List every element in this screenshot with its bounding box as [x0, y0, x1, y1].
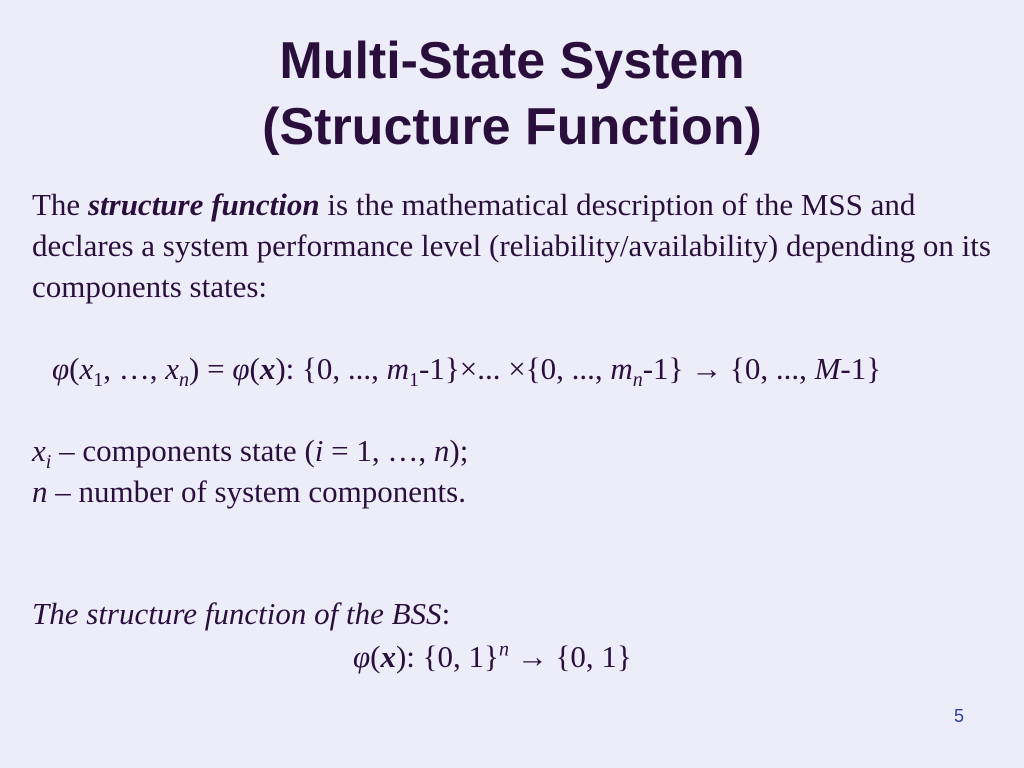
intro-emphasis: structure function — [87, 187, 320, 222]
def-var: x — [32, 433, 46, 468]
formula-var-m: m — [386, 351, 410, 386]
formula-sub: n — [179, 369, 190, 392]
def-text: = 1, …, — [323, 433, 434, 468]
formula-vector-x: x — [259, 351, 276, 386]
formula-sub: 1 — [93, 369, 104, 392]
formula-part: ) = — [189, 351, 233, 386]
def-sub: i — [45, 451, 52, 474]
definition-xi: xi – components state (i = 1, …, n); — [32, 430, 992, 474]
def-text: ); — [449, 433, 469, 468]
formula-sub: n — [632, 369, 643, 392]
bss-heading-text: The structure function of the BSS — [32, 596, 442, 631]
definition-n: n – number of system components. — [32, 471, 992, 512]
formula-var-m: m — [610, 351, 633, 386]
formula-part: ): {0, 1} — [395, 639, 499, 674]
def-var: n — [433, 433, 450, 468]
formula-var-x: x — [165, 351, 180, 386]
slide-title: Multi-State System (Structure Function) — [0, 28, 1024, 160]
formula-part: → {0, 1} — [508, 639, 632, 674]
mss-structure-formula: φ(x1, …, xn) = φ(x): {0, ..., m1-1}×... … — [52, 348, 992, 392]
def-var: i — [314, 433, 324, 468]
formula-part: ): {0, ..., — [275, 351, 387, 386]
phi-symbol: φ — [232, 351, 250, 386]
title-line-2: (Structure Function) — [262, 98, 762, 156]
formula-var-M: M — [814, 351, 841, 386]
formula-part: -1}×... ×{0, ..., — [419, 351, 611, 386]
def-text: – number of system components. — [47, 474, 466, 509]
intro-rest: is the mathematical description of the M… — [32, 187, 991, 304]
formula-sup: n — [498, 638, 509, 661]
formula-part: ( — [69, 351, 80, 386]
def-var: n — [32, 474, 48, 509]
def-text: – components state ( — [51, 433, 315, 468]
formula-part: -1} — [840, 351, 882, 386]
phi-symbol: φ — [353, 639, 371, 674]
page-number: 5 — [953, 706, 964, 726]
intro-paragraph: The structure function is the mathematic… — [32, 184, 992, 307]
formula-var-x: x — [79, 351, 94, 386]
definitions: xi – components state (i = 1, …, n); n –… — [32, 430, 992, 512]
intro-lead: The — [32, 187, 88, 222]
bss-structure-formula: φ(x): {0, 1}n → {0, 1} — [353, 636, 632, 677]
formula-part: ( — [370, 639, 381, 674]
formula-part: , …, — [103, 351, 166, 386]
bss-heading: The structure function of the BSS: — [32, 593, 450, 634]
formula-vector-x: x — [380, 639, 396, 674]
bss-heading-colon: : — [441, 596, 451, 631]
formula-part: ( — [249, 351, 260, 386]
phi-symbol: φ — [52, 351, 70, 386]
formula-sub: 1 — [409, 369, 420, 392]
title-line-1: Multi-State System — [279, 32, 745, 90]
formula-part: -1} → {0, ..., — [642, 351, 815, 386]
